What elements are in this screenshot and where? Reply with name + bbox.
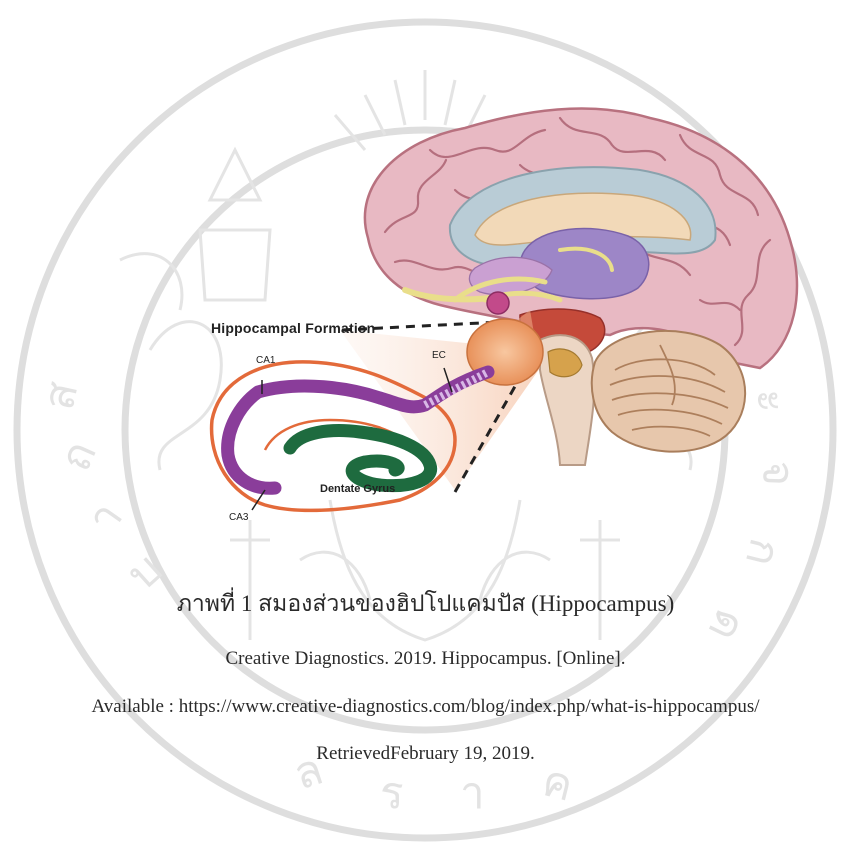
dentate-gyrus-shape <box>290 431 431 486</box>
label-ca3: CA3 <box>229 512 248 523</box>
citation-source: Creative Diagnostics. 2019. Hippocampus.… <box>0 648 851 670</box>
label-hippocampal-formation: Hippocampal Formation <box>211 320 375 336</box>
label-dentate-gyrus: Dentate Gyrus <box>320 483 395 495</box>
figure-caption: ภาพที่ 1 สมองส่วนของฮิปโปแคมปัส (Hippoca… <box>0 586 851 622</box>
label-ec: EC <box>432 350 446 361</box>
label-ca1: CA1 <box>256 355 275 366</box>
citation-url: Available : https://www.creative-diagnos… <box>0 696 851 718</box>
citation-retrieved-date: RetrievedFebruary 19, 2019. <box>0 743 851 765</box>
